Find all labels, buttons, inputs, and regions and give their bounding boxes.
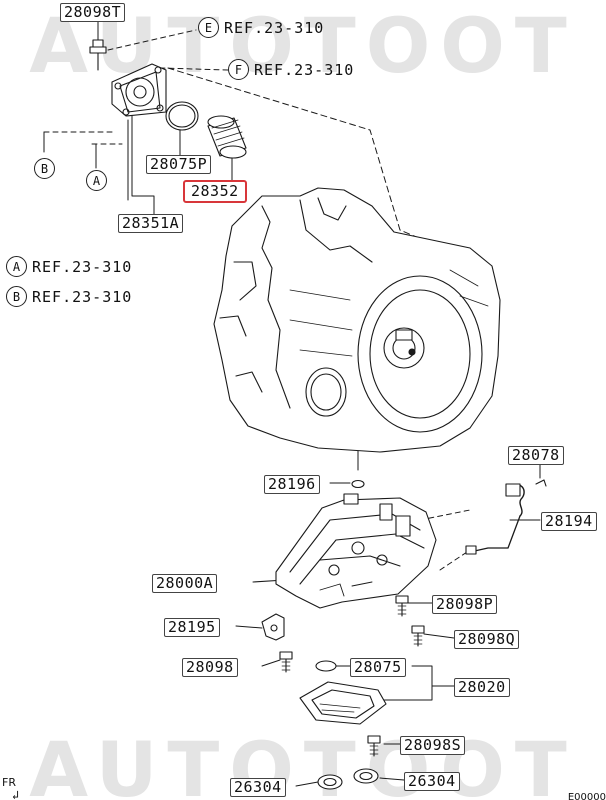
transmission-case bbox=[213, 187, 501, 453]
gasket-28075 bbox=[315, 660, 337, 672]
solenoid-cover bbox=[111, 63, 167, 117]
ref-f: F REF.23-310 bbox=[228, 59, 354, 80]
bolt-28098q bbox=[411, 625, 425, 647]
ref-b-circle: B bbox=[6, 286, 27, 307]
ref-a-text: REF.23-310 bbox=[32, 257, 133, 276]
leader-lines bbox=[43, 19, 541, 787]
bolt-28098p bbox=[395, 595, 409, 617]
washers-26304 bbox=[317, 768, 379, 790]
front-label: FR bbox=[2, 776, 16, 789]
part-label-28078: 28078 bbox=[508, 446, 564, 465]
part-label-28075p: 28075P bbox=[146, 155, 212, 174]
callout-a-circle: A bbox=[86, 170, 107, 191]
part-label-28098t: 28098T bbox=[60, 3, 126, 22]
ref-e-circle: E bbox=[198, 17, 219, 38]
ref-a: A REF.23-310 bbox=[6, 256, 132, 277]
ref-e-text: REF.23-310 bbox=[224, 18, 325, 37]
ref-f-text: REF.23-310 bbox=[254, 60, 355, 79]
part-label-28352-highlighted: 28352 bbox=[183, 180, 247, 203]
part-label-28098p: 28098P bbox=[432, 595, 498, 614]
callout-b: B bbox=[34, 158, 60, 179]
ref-f-circle: F bbox=[228, 59, 249, 80]
part-label-28194: 28194 bbox=[541, 512, 597, 531]
front-arrow-icon: ↲ bbox=[12, 788, 20, 800]
bolt-28098 bbox=[279, 651, 293, 673]
watermark-bottom: AUTOTOOT bbox=[29, 725, 577, 800]
ref-b: B REF.23-310 bbox=[6, 286, 132, 307]
bracket-28195 bbox=[261, 613, 285, 641]
callout-a: A bbox=[86, 170, 112, 191]
part-label-26304-left: 26304 bbox=[230, 778, 286, 797]
part-label-28020: 28020 bbox=[454, 678, 510, 697]
o-ring-28075p bbox=[165, 101, 199, 131]
valve-body-28000a bbox=[275, 493, 437, 609]
part-label-28195: 28195 bbox=[164, 618, 220, 637]
bolt-28098t bbox=[89, 39, 107, 71]
seal-28196 bbox=[351, 479, 365, 489]
part-label-28098s: 28098S bbox=[400, 736, 466, 755]
part-label-28196: 28196 bbox=[264, 475, 320, 494]
part-label-26304-right: 26304 bbox=[404, 772, 460, 791]
diagram-code: E00000 bbox=[567, 792, 606, 800]
ref-e: E REF.23-310 bbox=[198, 17, 324, 38]
filter-28352 bbox=[207, 115, 247, 159]
bolt-28098s bbox=[367, 735, 381, 757]
part-label-28098: 28098 bbox=[182, 658, 238, 677]
part-label-28075: 28075 bbox=[350, 658, 406, 677]
ref-b-text: REF.23-310 bbox=[32, 287, 133, 306]
part-label-28000a: 28000A bbox=[152, 574, 218, 593]
part-label-28351a: 28351A bbox=[118, 214, 184, 233]
callout-b-circle: B bbox=[34, 158, 55, 179]
strainer-28020 bbox=[299, 681, 387, 725]
ref-a-circle: A bbox=[6, 256, 27, 277]
harness-28194 bbox=[465, 479, 547, 555]
part-label-28098q: 28098Q bbox=[454, 630, 520, 649]
